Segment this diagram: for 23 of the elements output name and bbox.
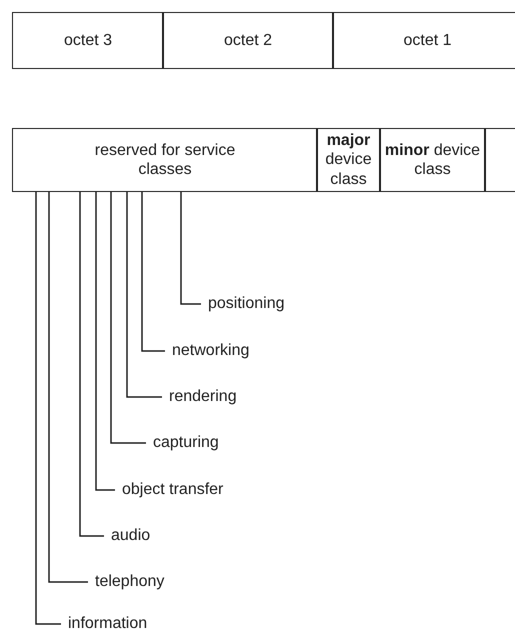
field-label: object transfer [115,479,224,501]
leader-line [48,192,88,583]
leader-line [35,192,61,625]
leader-line [95,192,115,491]
bit-field: minor device class [379,128,486,192]
leader-line [180,192,201,305]
byte-field: octet 1 [332,12,515,69]
field-label: capturing [146,432,219,454]
byte-field: octet 2 [162,12,334,69]
field-label: audio [104,525,150,547]
bit-field: major device class [316,128,381,192]
field-label: networking [165,340,250,362]
leader-line [79,192,104,537]
field-label: information [61,613,148,635]
leader-line [126,192,162,398]
field-label: rendering [162,386,237,408]
empty-field [484,128,515,192]
field-label: positioning [201,293,284,315]
leader-line [110,192,146,444]
byte-field: octet 3 [12,12,164,69]
field-label: telephony [88,571,164,593]
bit-field: reserved for service classes [12,128,318,192]
leader-line [141,192,165,352]
